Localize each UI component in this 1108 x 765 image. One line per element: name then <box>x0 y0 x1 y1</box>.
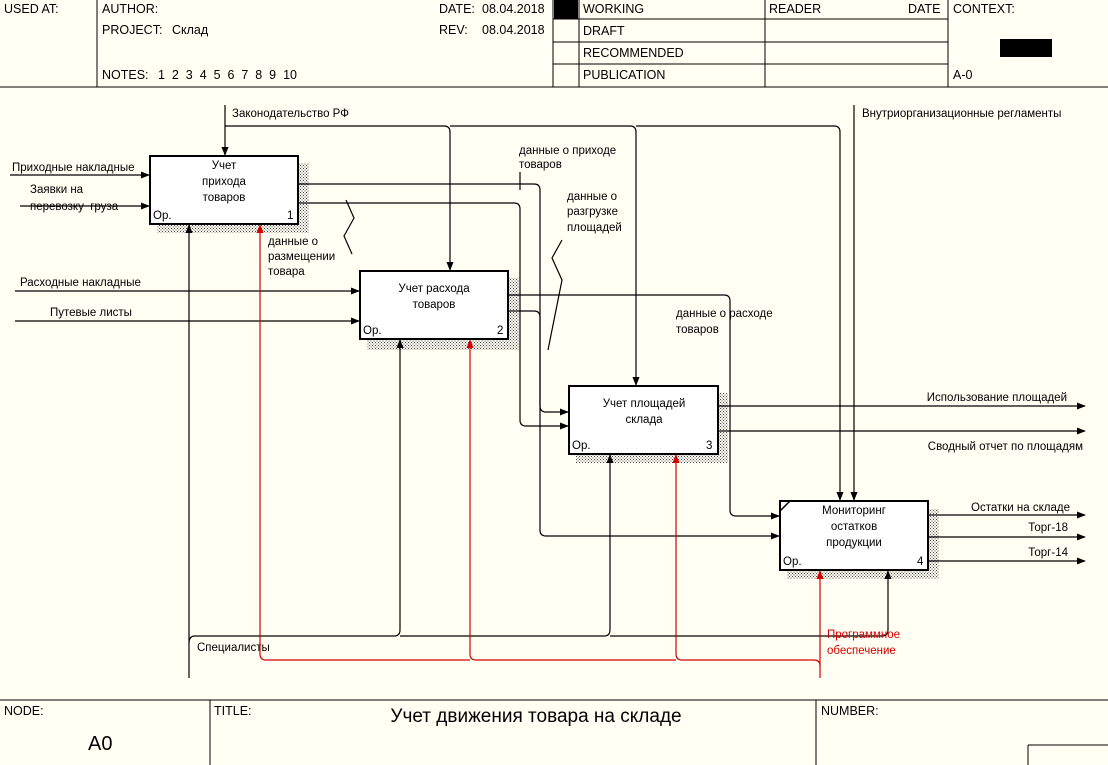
footer-frame <box>0 699 1108 765</box>
mechanism-specialists-arrow[interactable] <box>185 224 892 678</box>
status-publication: PUBLICATION <box>583 68 665 82</box>
node-label: NODE: <box>4 704 44 718</box>
notes-numbers: 1 2 3 4 5 6 7 8 9 10 <box>158 68 297 82</box>
used-at-label: USED AT: <box>4 2 59 16</box>
process-box-1[interactable]: Учет прихода товаров Ор. 1 <box>149 155 309 233</box>
flow-unloading-data-arrow[interactable] <box>509 239 780 540</box>
context-label: CONTEXT: <box>953 2 1015 16</box>
node-value: A0 <box>88 733 112 755</box>
reader-date-label: DATE <box>908 2 940 16</box>
context-marker <box>1000 39 1052 57</box>
box-2-line-2: товаров <box>413 299 456 311</box>
status-recommended: RECOMMENDED <box>583 46 684 60</box>
label-receipt-2: товаров <box>519 159 562 171</box>
date-label: DATE: <box>439 2 475 16</box>
label-specialists: Специалисты <box>197 642 270 654</box>
box-2-line-1: Учет расхода <box>398 283 470 295</box>
process-box-3[interactable]: Учет площадей склада Ор. 3 <box>568 385 728 463</box>
header-frame <box>0 0 1108 88</box>
label-torg14: Торг-14 <box>1028 547 1068 559</box>
process-box-4[interactable]: Мониторинг остатков продукции Ор. 4 <box>779 500 939 579</box>
box-1-number: 1 <box>287 210 293 222</box>
box-2-op: Ор. <box>363 325 382 337</box>
label-internal-rules: Внутриорганизационные регламенты <box>862 108 1061 120</box>
date-value: 08.04.2018 <box>482 2 545 16</box>
mechanism-software-arrow[interactable] <box>256 224 824 678</box>
box-1-line-1: Учет <box>212 160 237 172</box>
header-text: USED AT: AUTHOR: PROJECT: Склад NOTES: 1… <box>4 2 1015 82</box>
box-4-line-3: продукции <box>826 537 882 549</box>
label-stock-left: Остатки на складе <box>971 502 1070 514</box>
label-outgoing-invoices: Расходные накладные <box>20 277 141 289</box>
label-unloading-2: разгрузке <box>567 206 618 218</box>
box-3-line-1: Учет площадей <box>603 398 686 410</box>
flow-receipt-data-arrow[interactable] <box>299 172 569 430</box>
label-expense-1: данные о расходе <box>676 308 773 320</box>
label-incoming-invoices: Приходные накладные <box>12 162 135 174</box>
label-placement-3: товара <box>268 266 305 278</box>
label-software-1: Программное <box>827 629 900 641</box>
diagram-title: Учет движения товара на складе <box>390 706 681 727</box>
label-placement-2: размещении <box>268 251 335 263</box>
label-torg18: Торг-18 <box>1028 522 1068 534</box>
project-name: Склад <box>172 23 209 37</box>
title-label: TITLE: <box>214 704 252 718</box>
box-1-op: Ор. <box>153 210 172 222</box>
status-working: WORKING <box>583 2 644 16</box>
label-transport-requests-1: Заявки на <box>30 184 84 196</box>
box-4-op: Ор. <box>783 556 802 568</box>
process-box-2[interactable]: Учет расхода товаров Ор. 2 <box>359 270 519 350</box>
box-3-line-2: склада <box>625 414 663 426</box>
label-law: Законодательство РФ <box>232 108 349 120</box>
control-law-arrow[interactable] <box>221 105 844 501</box>
context-node: A-0 <box>953 68 973 82</box>
label-software-2: обеспечение <box>827 645 896 657</box>
label-waybills: Путевые листы <box>50 307 132 319</box>
label-area-usage: Использование площадей <box>927 392 1067 404</box>
rev-value: 08.04.2018 <box>482 23 545 37</box>
label-unloading-1: данные о <box>567 191 617 203</box>
label-receipt-1: данные о приходе <box>519 145 616 157</box>
box-4-line-1: Мониторинг <box>822 505 886 517</box>
project-label: PROJECT: <box>102 23 162 37</box>
box-1-line-2: прихода <box>202 176 247 188</box>
author-label: AUTHOR: <box>102 2 158 16</box>
box-2-number: 2 <box>497 325 503 337</box>
label-area-report: Сводный отчет по площадям <box>928 441 1083 453</box>
reader-label: READER <box>769 2 821 16</box>
box-1-line-3: товаров <box>203 192 246 204</box>
status-draft: DRAFT <box>583 24 625 38</box>
label-placement-1: данные о <box>268 236 318 248</box>
box-4-number: 4 <box>917 556 924 568</box>
label-expense-2: товаров <box>676 324 719 336</box>
notes-label: NOTES: <box>102 68 149 82</box>
flow-placement-data-arrow[interactable] <box>299 183 569 416</box>
box-3-number: 3 <box>706 440 712 452</box>
box-4-line-2: остатков <box>831 521 877 533</box>
box-3-op: Ор. <box>572 440 591 452</box>
label-transport-requests-2: перевозку груза <box>30 201 119 213</box>
label-unloading-3: площадей <box>567 222 622 234</box>
number-label: NUMBER: <box>821 704 879 718</box>
rev-label: REV: <box>439 23 468 37</box>
